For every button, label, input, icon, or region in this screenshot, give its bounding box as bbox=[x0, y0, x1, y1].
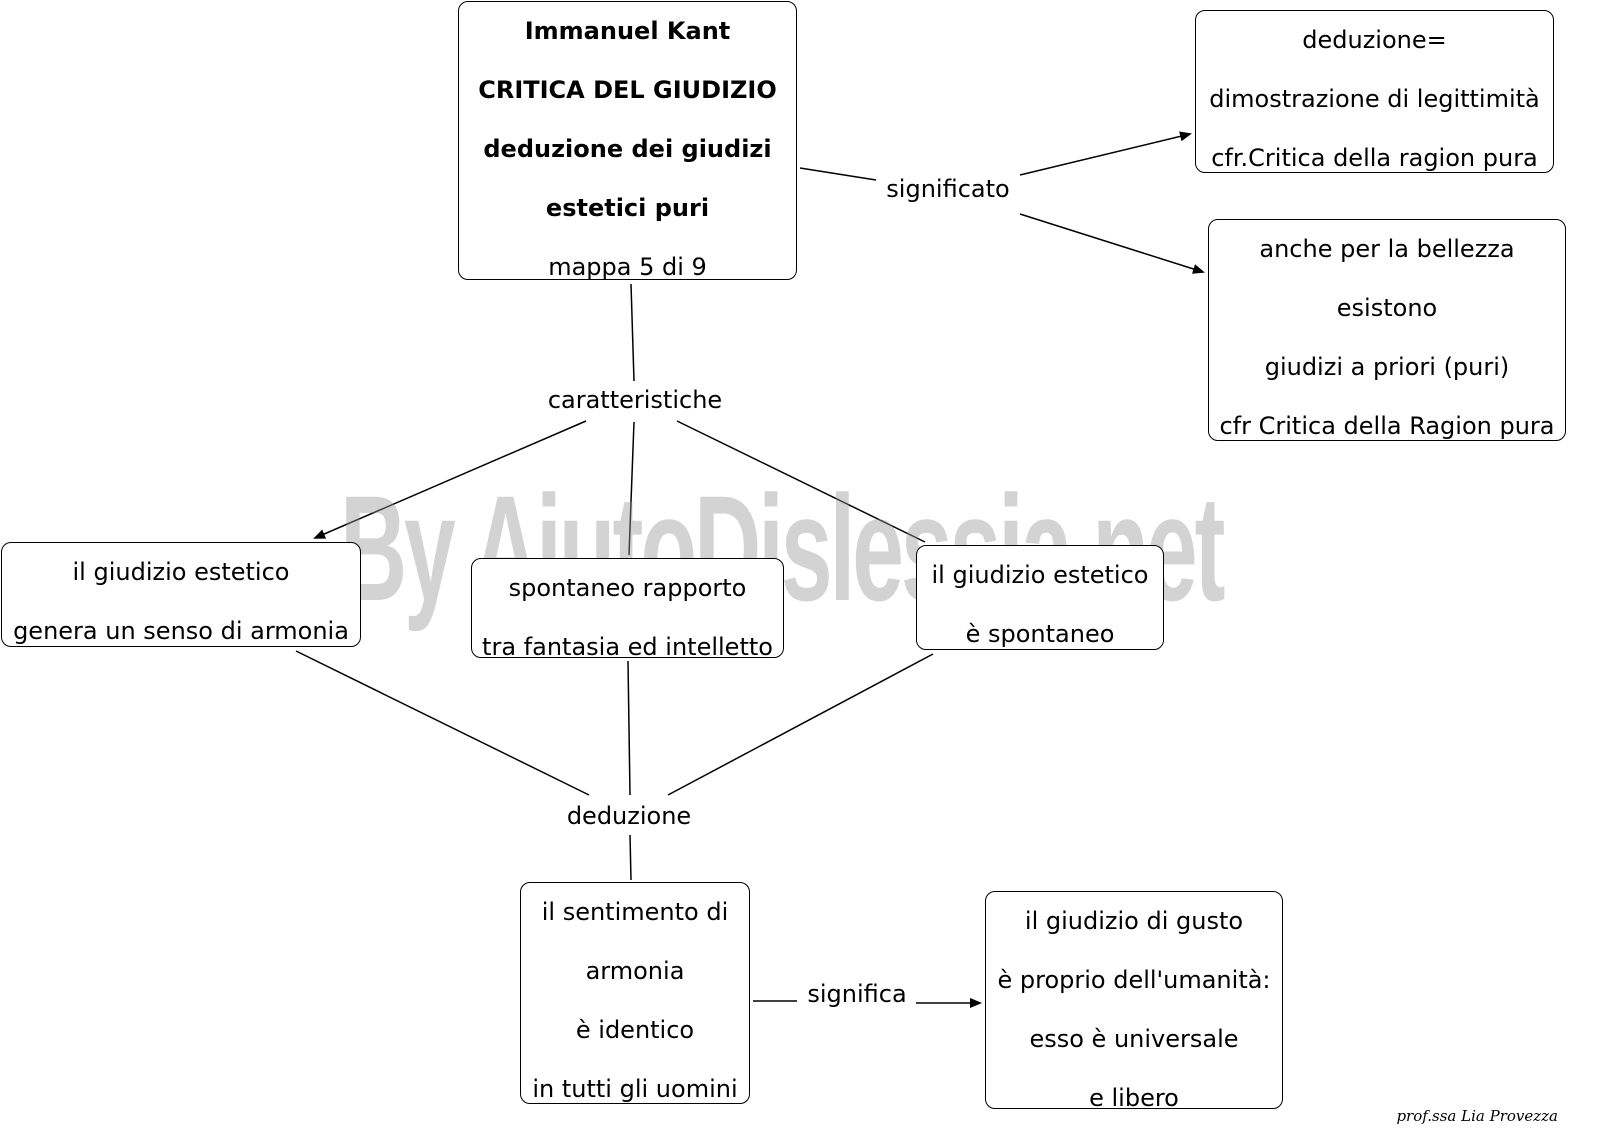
arrow-to-meaning1 bbox=[1019, 131, 1192, 176]
link-label-significa: significa bbox=[802, 979, 912, 1009]
link-label-significato: significato bbox=[883, 174, 1013, 204]
title-work: CRITICA DEL GIUDIZIO bbox=[478, 76, 777, 104]
node-line: è proprio dell'umanità: bbox=[997, 966, 1271, 994]
title-topic-1: deduzione dei giudizi bbox=[483, 135, 772, 163]
node-line: il giudizio di gusto bbox=[1024, 907, 1244, 935]
title-author: Immanuel Kant bbox=[524, 17, 731, 45]
connector-char1-deduzione bbox=[295, 650, 590, 796]
link-label-caratteristiche: caratteristiche bbox=[545, 385, 725, 415]
node-line: genera un senso di armonia bbox=[13, 617, 349, 645]
taste-judgment-node: il giudizio di gusto è proprio dell'uman… bbox=[985, 891, 1283, 1112]
connector-title-significato bbox=[799, 167, 877, 181]
node-line: il giudizio estetico bbox=[931, 561, 1149, 589]
node-line: deduzione= bbox=[1302, 26, 1447, 54]
node-line: giudizi a priori (puri) bbox=[1264, 353, 1510, 381]
node-line: dimostrazione di legittimità bbox=[1209, 85, 1540, 113]
characteristic-spontaneous-node: il giudizio estetico è spontaneo bbox=[916, 545, 1164, 650]
node-line: cfr Critica della Ragion pura bbox=[1219, 412, 1555, 440]
meaning-deduction-node: deduzione= dimostrazione di legittimità … bbox=[1195, 10, 1554, 173]
node-line: esistono bbox=[1336, 294, 1438, 322]
characteristic-harmony-node: il giudizio estetico genera un senso di … bbox=[1, 542, 361, 647]
node-line: anche per la bellezza bbox=[1259, 235, 1515, 263]
meaning-beauty-node: anche per la bellezza esistono giudizi a… bbox=[1208, 219, 1566, 441]
node-line: e libero bbox=[1089, 1084, 1179, 1112]
title-topic-2: estetici puri bbox=[545, 194, 710, 222]
node-line: in tutti gli uomini bbox=[532, 1075, 738, 1103]
node-line: è spontaneo bbox=[965, 620, 1115, 648]
connector-title-caratteristiche bbox=[630, 283, 635, 382]
feeling-harmony-node: il sentimento di armonia è identico in t… bbox=[520, 882, 750, 1104]
node-line: tra fantasia ed intelletto bbox=[482, 633, 773, 661]
node-line: cfr.Critica della ragion pura bbox=[1211, 144, 1538, 172]
node-line: armonia bbox=[585, 957, 685, 985]
node-line: spontaneo rapporto bbox=[508, 574, 747, 602]
author-signature: prof.ssa Lia Provezza bbox=[1396, 1107, 1558, 1125]
connector-to-char2 bbox=[628, 421, 635, 556]
arrow-to-meaning2 bbox=[1019, 213, 1205, 274]
characteristic-relation-node: spontaneo rapporto tra fantasia ed intel… bbox=[471, 558, 784, 661]
link-label-deduzione: deduzione bbox=[563, 801, 695, 831]
connector-char2-deduzione bbox=[627, 660, 631, 796]
title-map-number: mappa 5 di 9 bbox=[548, 253, 707, 281]
connector-char3-deduzione bbox=[667, 653, 934, 796]
connector-deduzione-feeling bbox=[629, 834, 632, 881]
node-line: il sentimento di bbox=[541, 898, 729, 926]
node-line: esso è universale bbox=[1029, 1025, 1239, 1053]
node-line: è identico bbox=[575, 1016, 695, 1044]
title-node: Immanuel Kant CRITICA DEL GIUDIZIO deduz… bbox=[458, 1, 797, 281]
connector-to-char3 bbox=[676, 420, 926, 543]
node-line: il giudizio estetico bbox=[72, 558, 290, 586]
arrow-to-char1 bbox=[313, 420, 587, 539]
